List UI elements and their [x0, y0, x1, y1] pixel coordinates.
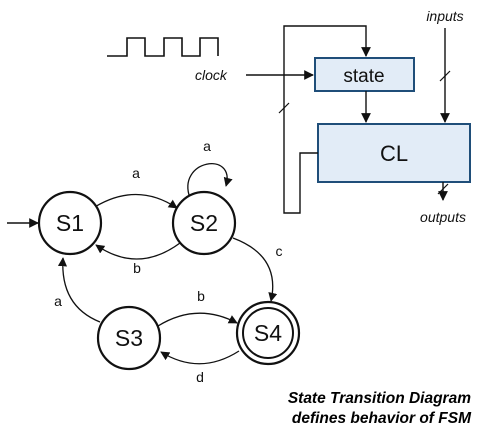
transition-s3-s4: [157, 312, 238, 327]
outputs-bus-tick: [437, 183, 449, 195]
transition-s4-s3-label: d: [196, 369, 204, 385]
transition-s2-s4: [232, 237, 278, 302]
state-transition-diagram: a a b c a b d S1 S2 S3: [7, 138, 301, 385]
transition-s1-s2: [89, 193, 178, 211]
transition-s2-s1-label: b: [133, 260, 141, 276]
transition-s2-self-label: a: [203, 138, 211, 154]
state-s3-label: S3: [115, 325, 143, 351]
inputs-label: inputs: [426, 8, 463, 24]
state-register: [314, 57, 415, 92]
transition-s4-s3: [160, 350, 240, 365]
cl-block-label: CL: [380, 141, 408, 166]
block-diagram: clock state CL inputs outputs: [107, 8, 471, 225]
state-s4: S4: [235, 300, 301, 366]
transition-s3-s1: [57, 257, 101, 323]
transition-s3-s4-label: b: [197, 288, 205, 304]
state-register-label: state: [343, 66, 384, 87]
transition-s2-s1: [95, 242, 181, 260]
caption-line-1: State Transition Diagram: [287, 390, 471, 407]
feedback-loop: [283, 25, 371, 214]
clock-waveform: [107, 37, 219, 57]
outputs-label: outputs: [420, 209, 466, 225]
state-s1: S1: [37, 190, 103, 256]
caption: State Transition Diagram defines behavio…: [288, 389, 471, 429]
caption-line-2: defines behavior of FSM: [291, 410, 471, 427]
transition-s1-s2-label: a: [132, 165, 140, 181]
inputs-bus-tick: [439, 70, 451, 82]
transition-s2-s4-label: c: [276, 243, 283, 259]
state-s4-label: S4: [254, 320, 282, 346]
state-s1-label: S1: [56, 210, 84, 236]
clock-label: clock: [195, 67, 228, 83]
state-s2-label: S2: [190, 210, 218, 236]
state-s2: S2: [171, 190, 237, 256]
transition-s3-s1-label: a: [54, 293, 62, 309]
transition-s2-self: [187, 163, 233, 199]
cl-block: [317, 123, 471, 183]
state-s3: S3: [96, 305, 162, 371]
feedback-bus-tick: [278, 102, 290, 114]
